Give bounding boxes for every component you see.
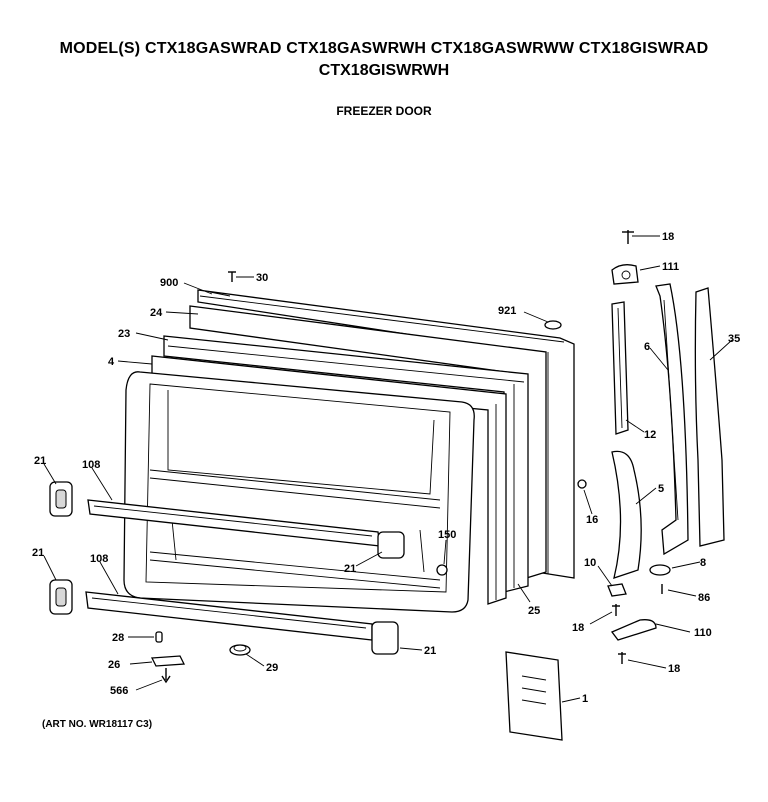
callout-566: 566 xyxy=(110,685,128,697)
callout-21-right-lower: 21 xyxy=(424,645,436,657)
art-number: (ART NO. WR18117 C3) xyxy=(42,719,153,730)
callout-921: 921 xyxy=(498,305,516,317)
button-29 xyxy=(229,644,251,656)
bushing-8 xyxy=(649,564,671,576)
callout-21-right-upper: 21 xyxy=(344,563,356,575)
screw-18-bottom xyxy=(618,652,626,664)
callout-111: 111 xyxy=(662,261,679,273)
callout-21-left-upper: 21 xyxy=(34,455,46,467)
callout-35: 35 xyxy=(728,333,740,345)
callout-108-upper: 108 xyxy=(82,459,100,471)
callout-21-left-lower: 21 xyxy=(32,547,44,559)
screw-566 xyxy=(161,668,171,684)
diagram-title: FREEZER DOOR xyxy=(336,104,432,118)
handle-strip-12 xyxy=(611,301,629,435)
callout-26: 26 xyxy=(108,659,120,671)
callout-18-mid: 18 xyxy=(572,622,584,634)
end-cap-left-lower xyxy=(49,579,73,615)
plug-921 xyxy=(544,320,562,330)
callout-29: 29 xyxy=(266,662,278,674)
callout-30: 30 xyxy=(256,272,268,284)
bracket-26 xyxy=(150,655,186,667)
door-liner xyxy=(123,371,475,613)
hinge-cap-111 xyxy=(611,264,639,285)
screw-30 xyxy=(228,271,236,282)
leader-lines xyxy=(43,235,733,703)
callout-10: 10 xyxy=(584,557,596,569)
manual-1 xyxy=(505,651,563,741)
screw-18-top xyxy=(622,230,634,244)
callout-18-bottom: 18 xyxy=(668,663,680,675)
callout-16: 16 xyxy=(586,514,598,526)
callout-4: 4 xyxy=(108,356,115,368)
callout-150: 150 xyxy=(438,529,456,541)
callout-23: 23 xyxy=(118,328,130,340)
callout-1: 1 xyxy=(582,693,588,705)
callout-108-lower: 108 xyxy=(90,553,108,565)
callout-8: 8 xyxy=(700,557,706,569)
model-list-line-1: MODEL(S) CTX18GASWRAD CTX18GASWRWH CTX18… xyxy=(59,40,709,57)
screw-18-mid xyxy=(612,604,620,616)
callout-labels: 18 111 30 900 921 24 23 4 6 35 12 21 108… xyxy=(32,231,740,705)
callout-6: 6 xyxy=(644,341,650,353)
callout-86: 86 xyxy=(698,592,710,604)
pin-28 xyxy=(155,631,163,643)
callout-28: 28 xyxy=(112,632,124,644)
stop-150 xyxy=(436,564,448,576)
model-list-line-2: CTX18GISWRWH xyxy=(318,62,450,79)
callout-900: 900 xyxy=(160,277,178,289)
handle-6 xyxy=(655,283,689,556)
callout-5: 5 xyxy=(658,483,664,495)
callout-24: 24 xyxy=(150,307,163,319)
trim-35 xyxy=(694,287,725,547)
callout-110: 110 xyxy=(694,627,712,639)
hinge-10 xyxy=(607,583,627,597)
end-cap-right-lower xyxy=(371,621,399,655)
bracket-5 xyxy=(611,450,642,579)
callout-25: 25 xyxy=(528,605,540,617)
screw-16 xyxy=(577,479,587,489)
end-cap-right-upper xyxy=(377,531,405,559)
hinge-110 xyxy=(610,619,657,641)
end-cap-left-upper xyxy=(49,481,73,517)
callout-18-top: 18 xyxy=(662,231,674,243)
callout-12: 12 xyxy=(644,429,656,441)
